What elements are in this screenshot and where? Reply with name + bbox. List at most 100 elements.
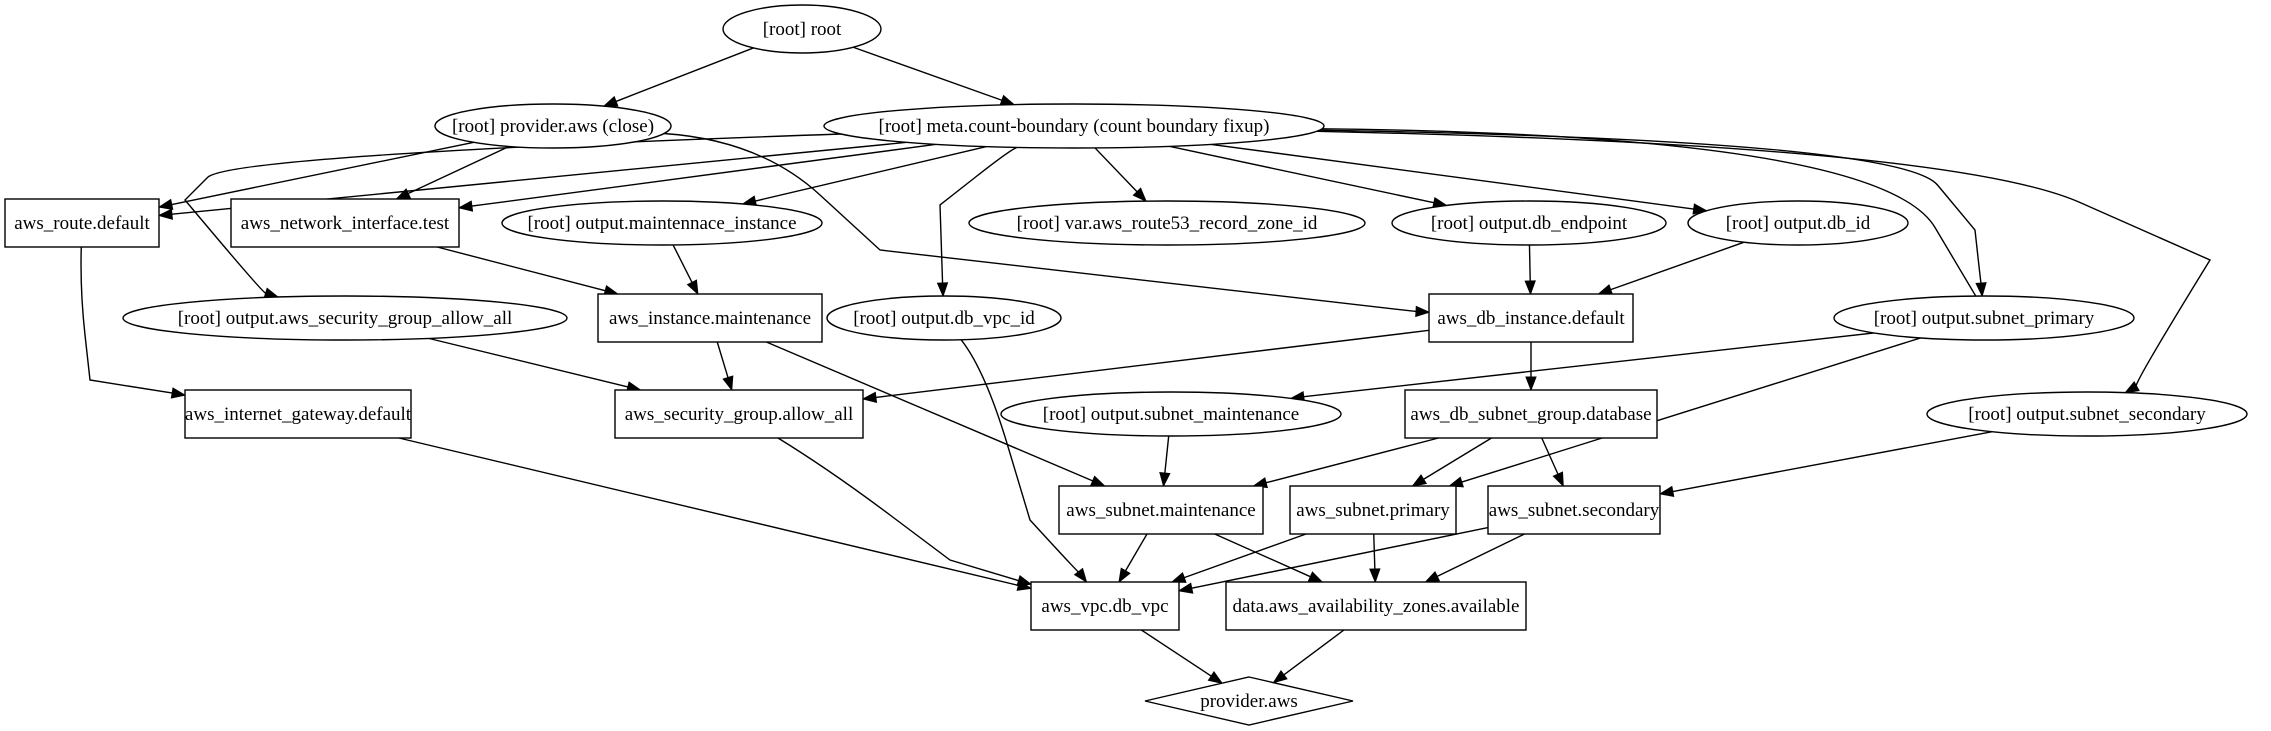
node-shape <box>597 293 823 343</box>
node-shape <box>1926 391 2248 437</box>
node-label: aws_db_instance.default <box>1437 308 1625 329</box>
edge-route-default-to-igw <box>80 246 187 399</box>
edge-line <box>1610 241 1745 291</box>
node-var-route53: [root] var.aws_route53_record_zone_id <box>968 200 1366 246</box>
edge-out-subnet-primary-to-subnet-primary <box>1448 337 1921 488</box>
arrowhead <box>170 387 187 399</box>
edge-out-subnet-maint-to-subnet-maint <box>1159 435 1171 488</box>
arrowhead <box>1411 474 1428 487</box>
node-igw: aws_internet_gateway.default <box>184 389 412 439</box>
edge-az-to-provider-aws <box>1272 629 1345 684</box>
node-db-subnet-group: aws_db_subnet_group.database <box>1404 389 1658 439</box>
edge-line <box>1303 128 1992 398</box>
edge-line <box>1283 629 1345 676</box>
node-network-interface: aws_network_interface.test <box>230 198 460 248</box>
edge-db-instance-to-sg-allow-all <box>861 329 1430 404</box>
edge-db-instance-to-db-subnet-group <box>1525 342 1537 392</box>
edge-line <box>407 145 510 195</box>
node-shape <box>1225 581 1527 631</box>
edge-line <box>398 437 1019 587</box>
node-label: aws_security_group.allow_all <box>625 404 853 425</box>
edge-line <box>755 145 987 202</box>
node-label: [root] provider.aws (close) <box>452 116 654 137</box>
node-shape <box>184 389 412 439</box>
node-subnet-maint: aws_subnet.maintenance <box>1058 485 1264 535</box>
node-label: aws_network_interface.test <box>241 213 450 234</box>
node-label: aws_route.default <box>14 213 150 234</box>
arrowhead <box>1118 567 1131 584</box>
node-shape <box>1289 485 1457 535</box>
arrowhead <box>2124 381 2140 394</box>
arrowhead <box>157 198 174 211</box>
node-shape <box>1058 485 1264 535</box>
arrowhead <box>1975 282 1987 298</box>
node-label: aws_instance.maintenance <box>609 308 811 329</box>
edges-layer <box>80 46 2212 684</box>
node-shape <box>1833 295 2135 341</box>
node-shape <box>230 198 460 248</box>
edge-line <box>766 341 1093 482</box>
edge-line <box>1461 337 1921 483</box>
node-shape <box>1687 200 1909 246</box>
edge-line <box>960 339 1080 574</box>
arrowhead <box>1073 567 1088 584</box>
edge-line <box>1319 129 1982 286</box>
edge-out-db-id-to-db-instance <box>1597 241 1745 295</box>
edge-meta-count-to-out-maint-instance <box>741 145 987 207</box>
edge-line <box>1124 533 1148 572</box>
edge-line <box>1164 435 1170 474</box>
node-label: aws_subnet.secondary <box>1489 500 1660 521</box>
edge-line <box>615 47 754 103</box>
arrowhead <box>861 391 878 404</box>
edge-db-subnet-group-to-subnet-primary <box>1411 437 1492 487</box>
node-shape <box>1030 581 1180 631</box>
node-shape <box>1391 200 1667 246</box>
node-provider-close: [root] provider.aws (close) <box>434 103 672 149</box>
edge-line <box>437 246 606 292</box>
node-label: [root] output.db_endpoint <box>1431 213 1628 234</box>
arrowhead <box>1307 571 1324 583</box>
node-label: aws_db_subnet_group.database <box>1410 404 1651 425</box>
edge-out-db-endpoint-to-db-instance <box>1524 244 1536 296</box>
arrowhead <box>1415 305 1431 318</box>
node-shape <box>1428 293 1634 343</box>
arrowhead <box>602 95 619 107</box>
edge-meta-count-to-out-subnet-primary <box>1319 129 1987 298</box>
edge-subnet-secondary-to-az <box>1424 533 1525 583</box>
arrowhead <box>1159 471 1171 488</box>
node-az: data.aws_availability_zones.available <box>1225 581 1527 631</box>
node-shape <box>4 198 160 248</box>
edge-line <box>1094 147 1138 193</box>
node-label: [root] root <box>763 19 842 40</box>
arrowhead <box>722 375 734 392</box>
edge-line <box>1184 533 1307 579</box>
edge-line <box>672 244 693 283</box>
edge-line <box>80 246 174 394</box>
node-provider-aws: provider.aws <box>1144 676 1354 726</box>
node-label: [root] output.maintennace_instance <box>527 213 796 234</box>
node-label: [root] output.db_vpc_id <box>853 308 1035 329</box>
node-shape <box>823 103 1325 149</box>
node-sg-allow-all: aws_security_group.allow_all <box>614 389 864 439</box>
edge-db-subnet-group-to-subnet-secondary <box>1541 437 1564 488</box>
edge-line <box>852 46 1003 101</box>
node-route-default: aws_route.default <box>4 198 160 248</box>
edge-root-to-meta-count <box>852 46 1016 106</box>
arrowhead <box>1132 187 1147 203</box>
node-label: [root] output.subnet_secondary <box>1968 404 2206 425</box>
node-label: [root] var.aws_route53_record_zone_id <box>1017 213 1318 234</box>
edge-line <box>1672 431 1993 493</box>
edge-out-subnet-secondary-to-subnet-secondary <box>1658 431 1993 498</box>
edge-meta-count-to-out-db-vpc-id <box>936 146 1018 298</box>
edge-subnet-primary-to-vpc <box>1170 533 1307 583</box>
node-shape <box>1000 391 1342 437</box>
edge-vpc-to-provider-aws <box>1140 629 1224 684</box>
node-shape <box>968 200 1366 246</box>
edge-network-interface-to-instance-maint <box>437 246 620 297</box>
edge-subnet-primary-to-az <box>1369 533 1381 584</box>
node-out-subnet-secondary: [root] output.subnet_secondary <box>1926 391 2248 437</box>
edge-line <box>1265 437 1439 484</box>
node-shape <box>434 103 672 149</box>
node-label: provider.aws <box>1200 691 1298 712</box>
node-shape <box>1144 676 1354 726</box>
